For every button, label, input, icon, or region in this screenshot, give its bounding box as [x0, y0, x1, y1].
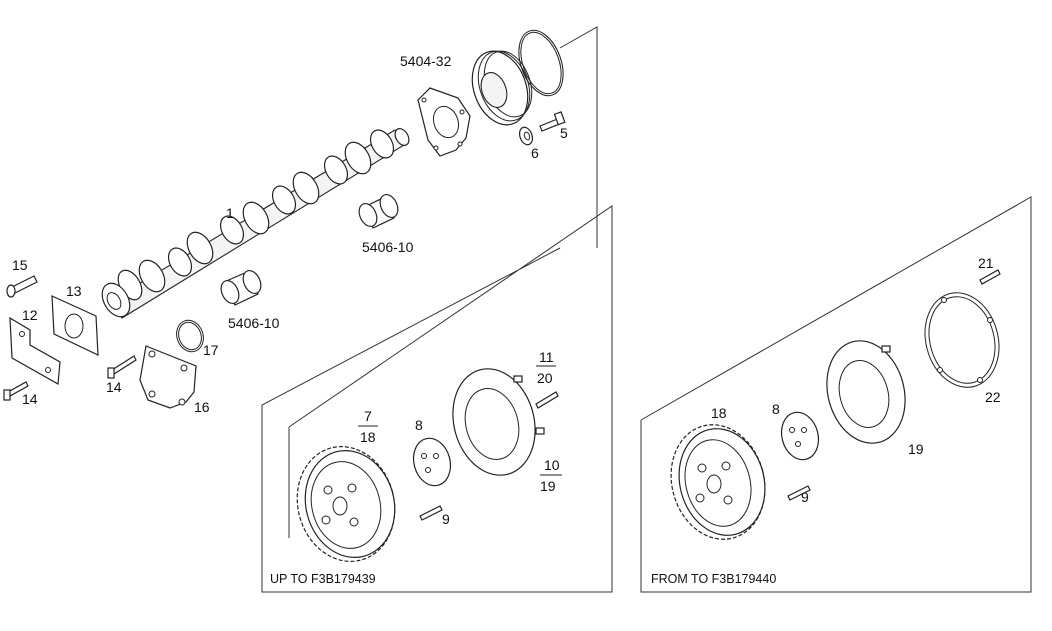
pin-15	[6, 275, 38, 298]
callout-19-left: 19	[540, 478, 556, 494]
callout-14-left: 14	[22, 391, 38, 407]
callout-18-right: 18	[711, 405, 727, 421]
callout-13: 13	[66, 283, 82, 299]
bearing-bush-upper	[358, 194, 399, 229]
left-bolt-20	[535, 391, 559, 409]
camshaft	[101, 128, 410, 319]
cover-16	[139, 345, 197, 409]
washer-6	[518, 126, 534, 146]
right-gear-18	[670, 424, 766, 540]
right-hub-8	[780, 411, 820, 461]
gasket-13	[51, 295, 99, 356]
callout-18-left: 18	[360, 429, 376, 445]
callout-5406-10-upper: 5406-10	[362, 239, 414, 255]
callout-6: 6	[531, 145, 539, 161]
bolt-14-left	[3, 381, 29, 401]
callout-5404-32: 5404-32	[400, 53, 452, 69]
callout-9-right: 9	[801, 489, 809, 505]
rear-housing	[471, 50, 533, 126]
callout-16: 16	[194, 399, 210, 415]
callout-12: 12	[22, 307, 38, 323]
right-panel-caption: FROM TO F3B179440	[651, 572, 776, 586]
callout-7: 7	[364, 408, 372, 424]
right-sensor-plate-19	[826, 340, 906, 444]
callout-1: 1	[226, 205, 234, 221]
left-sensor-plate-19	[452, 368, 545, 476]
left-panel-caption: UP TO F3B179439	[270, 572, 376, 586]
callout-22: 22	[985, 389, 1001, 405]
callout-5: 5	[560, 125, 568, 141]
callout-17: 17	[203, 342, 219, 358]
right-panel-frame	[640, 196, 1032, 593]
callout-8-left: 8	[415, 417, 423, 433]
top-group-frame	[261, 26, 613, 593]
callout-10: 10	[544, 457, 560, 473]
bolt-21	[979, 269, 1001, 285]
ring-22	[924, 292, 1000, 388]
callout-20: 20	[537, 370, 553, 386]
callout-5406-10-lower: 5406-10	[228, 315, 280, 331]
o-ring-seal	[518, 29, 564, 97]
callout-19-right: 19	[908, 441, 924, 457]
bearing-bush-lower	[220, 270, 262, 306]
callout-21: 21	[978, 255, 994, 271]
rear-gasket-plate	[417, 87, 471, 157]
callout-14-mid: 14	[106, 379, 122, 395]
bolt-5	[539, 111, 566, 132]
callout-11: 11	[539, 349, 554, 365]
ring-17	[176, 319, 204, 353]
callout-15: 15	[12, 257, 28, 273]
callout-9-left: 9	[442, 511, 450, 527]
plate-12	[9, 316, 61, 385]
callout-8-right: 8	[772, 401, 780, 417]
left-gear-18	[296, 446, 396, 562]
left-bolt-9	[419, 505, 443, 521]
left-hub-8	[412, 437, 452, 487]
bolt-14-mid	[107, 355, 137, 379]
right-bolt-9	[787, 485, 811, 501]
